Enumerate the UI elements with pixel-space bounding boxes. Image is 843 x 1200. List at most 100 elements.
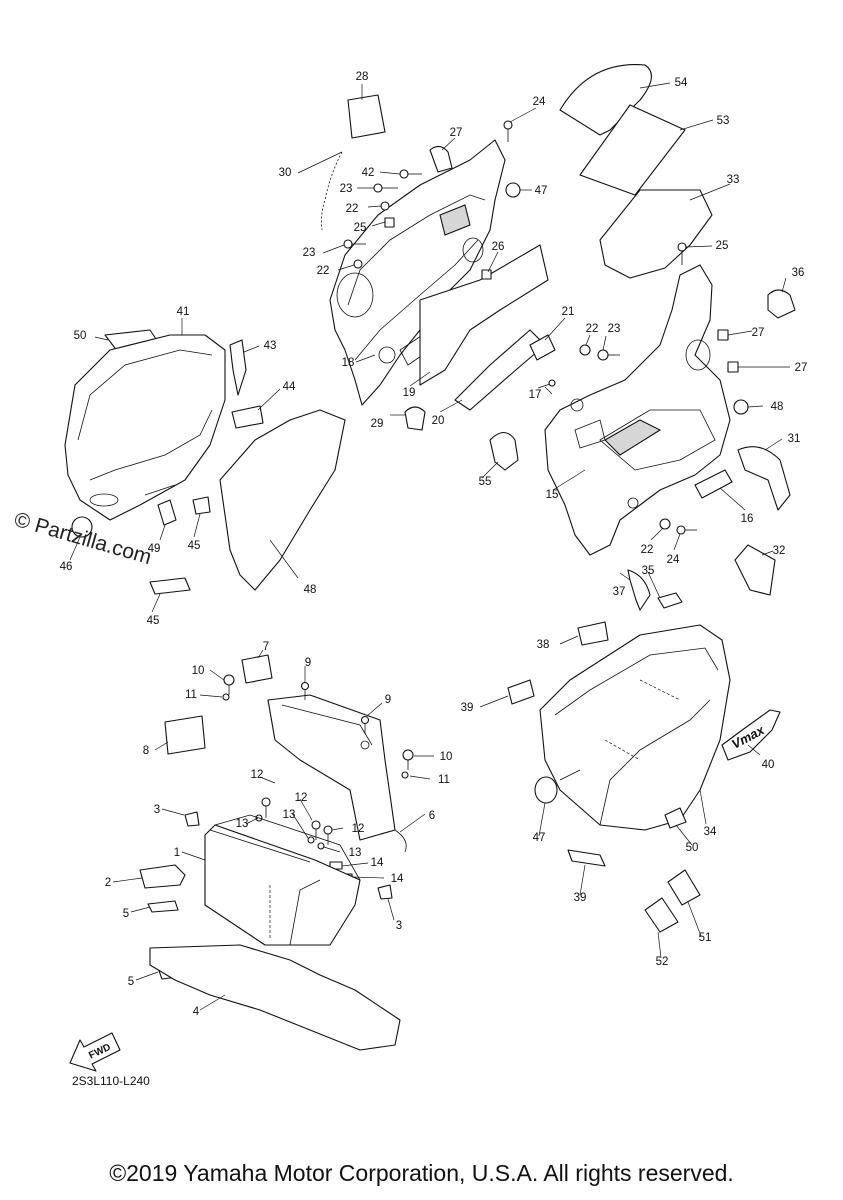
clip-36 [657,592,683,609]
pad-52 [667,869,701,906]
callout-26: 25 [354,222,367,234]
callout-50: 50 [686,842,699,854]
label-29 [347,94,386,139]
callout-17: 17 [529,389,542,401]
strap-32 [737,446,791,511]
leader-lines [69,82,790,1011]
callout-45: 45 [188,540,201,552]
nut-26 [384,217,395,228]
bracket-38 [627,569,651,611]
pad-53 [644,897,679,933]
pad-45-low [192,496,211,515]
callout-30: 29 [371,418,384,430]
bracket-44 [229,339,247,396]
callout-13: 13 [349,847,362,859]
callout-12: 12 [295,792,308,804]
bolt-10-a [223,674,235,695]
bolt-23-right [597,349,620,361]
callout-4: 4 [193,1006,200,1018]
callout-36: 35 [642,565,655,577]
callout-11: 11 [185,689,197,701]
callout-9: 9 [305,657,311,669]
callout-19: 19 [403,387,416,399]
washer-22-low [659,518,671,530]
callout-14: 14 [391,873,404,885]
callout-31: 30 [279,167,292,179]
battery-bracket-6 [267,694,407,853]
pad-5-a [147,900,179,913]
cover-55 [559,63,652,136]
callout-10: 10 [440,751,453,763]
callout-56: 55 [479,476,492,488]
clamp-28 [429,145,453,173]
callout-40: 39 [574,892,587,904]
clip-3-b [377,884,393,900]
callout-8: 8 [143,745,149,757]
callout-54: 53 [717,115,730,127]
callout-20: 20 [432,415,445,427]
callout-5: 5 [123,908,129,920]
callout-48: 47 [535,185,548,197]
callout-46: 45 [147,615,160,627]
washer-22-mid [353,259,363,269]
left-inner-frame-cover [329,139,506,406]
callout-34: 33 [727,174,740,186]
copyright-notice: ©2019 Yamaha Motor Corporation, U.S.A. A… [109,1160,734,1186]
bracket-50-right [664,807,687,829]
callout-41: 40 [762,759,775,771]
pad-39-b [507,679,535,705]
bolt-23-top [343,239,366,249]
callout-47: 47 [533,832,546,844]
callout-15: 15 [546,489,559,501]
bolt-12-b [311,820,321,840]
strip-46 [149,577,191,595]
callout-labels: 1 2 3 3 4 5 5 6 7 8 9 9 10 10 11 11 12 1… [60,71,808,1018]
callout-49: 48 [304,584,317,596]
callout-39: 39 [461,702,474,714]
washer-22-right [579,344,591,356]
callout-35: 34 [704,826,717,838]
seal-34 [599,189,713,279]
bolt-9-b [360,715,370,734]
washer-11-b [401,771,409,779]
pad-39-a [577,621,609,646]
seal-49 [219,409,346,591]
callout-21: 21 [562,306,575,318]
callout-43: 42 [362,167,375,179]
washer-22-top [380,201,390,211]
callout-51: 50 [74,330,87,342]
callout-22: 22 [641,544,654,556]
nut-27-top [481,269,492,280]
badge-41 [721,709,781,761]
fwd-arrow-icon: FWD [69,1032,121,1072]
callout-23: 23 [303,247,316,259]
callout-25: 24 [533,96,546,108]
callout-16: 16 [741,513,754,525]
pad-54 [579,104,686,196]
grommet-48-top [505,182,521,198]
nut-27-right-a [717,329,729,341]
callout-32: 31 [788,433,801,445]
callout-7: 7 [263,641,269,653]
callout-22: 22 [317,265,330,277]
callout-24: 23 [340,183,353,195]
callout-44: 43 [264,340,277,352]
callout-18: 18 [342,357,355,369]
bolt-9-a [300,681,310,700]
right-side-cover [539,624,731,831]
callout-6: 6 [429,810,435,822]
clip-3-a [184,811,200,827]
plate-16 [694,469,733,499]
washer-13-c [317,842,325,850]
diagram-code: 2S3L110-L240 [72,1074,150,1088]
bolt-24-low [676,525,697,535]
callout-5: 5 [128,976,134,988]
callout-3: 3 [396,920,402,932]
callout-22: 22 [346,203,359,215]
grommet-47-right [534,776,558,804]
callout-23: 23 [608,323,621,335]
callout-22: 22 [586,323,599,335]
battery-box-1 [204,814,361,946]
callout-13: 13 [283,809,296,821]
